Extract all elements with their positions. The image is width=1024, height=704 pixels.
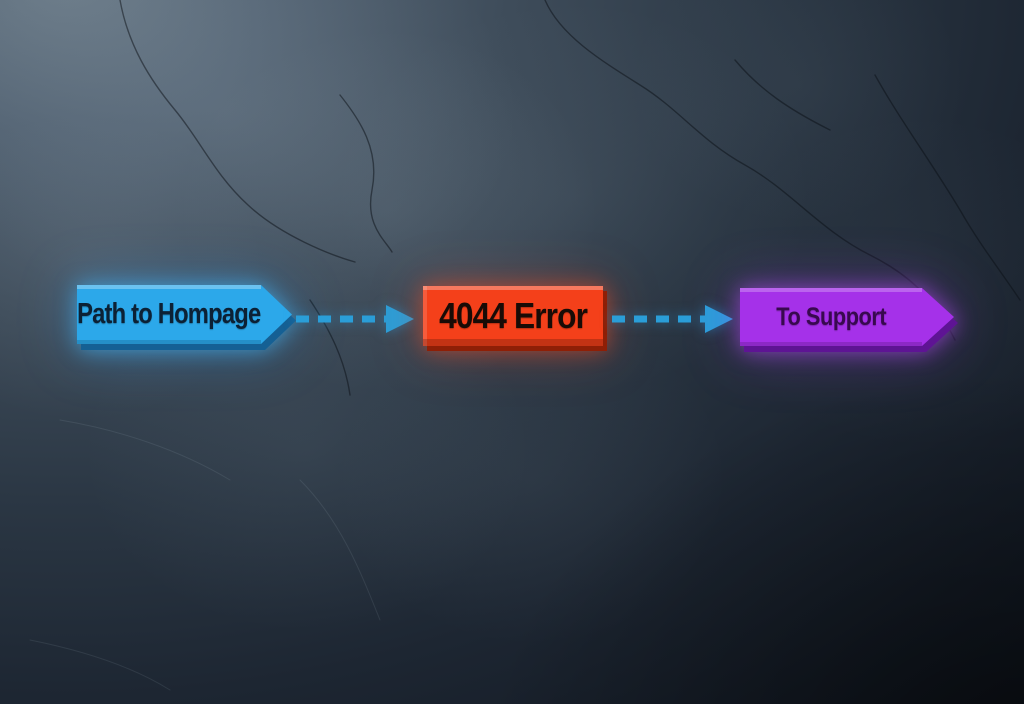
node-bottom-shade [740, 342, 922, 346]
arrow-banner-shape [740, 288, 954, 346]
node-top-highlight [423, 286, 603, 290]
node-top-highlight [740, 288, 922, 292]
dashed-connector-2 [608, 301, 736, 337]
flow-node-path-to-homepage: Path to Hompage [75, 280, 296, 354]
node-bottom-shade [77, 340, 261, 344]
arrowhead-icon [705, 305, 733, 333]
node-bottom-shade [423, 339, 603, 346]
dashed-connector-1 [293, 301, 417, 337]
flow-node-to-support: To Support [737, 282, 959, 354]
node-top-highlight [77, 285, 261, 289]
node-left-highlight [423, 286, 427, 346]
rectangle-shape [423, 286, 603, 346]
flow-node-4044-error: 4044 Error [420, 280, 610, 354]
arrow-banner-shape [77, 285, 292, 344]
arrowhead-icon [386, 305, 414, 333]
